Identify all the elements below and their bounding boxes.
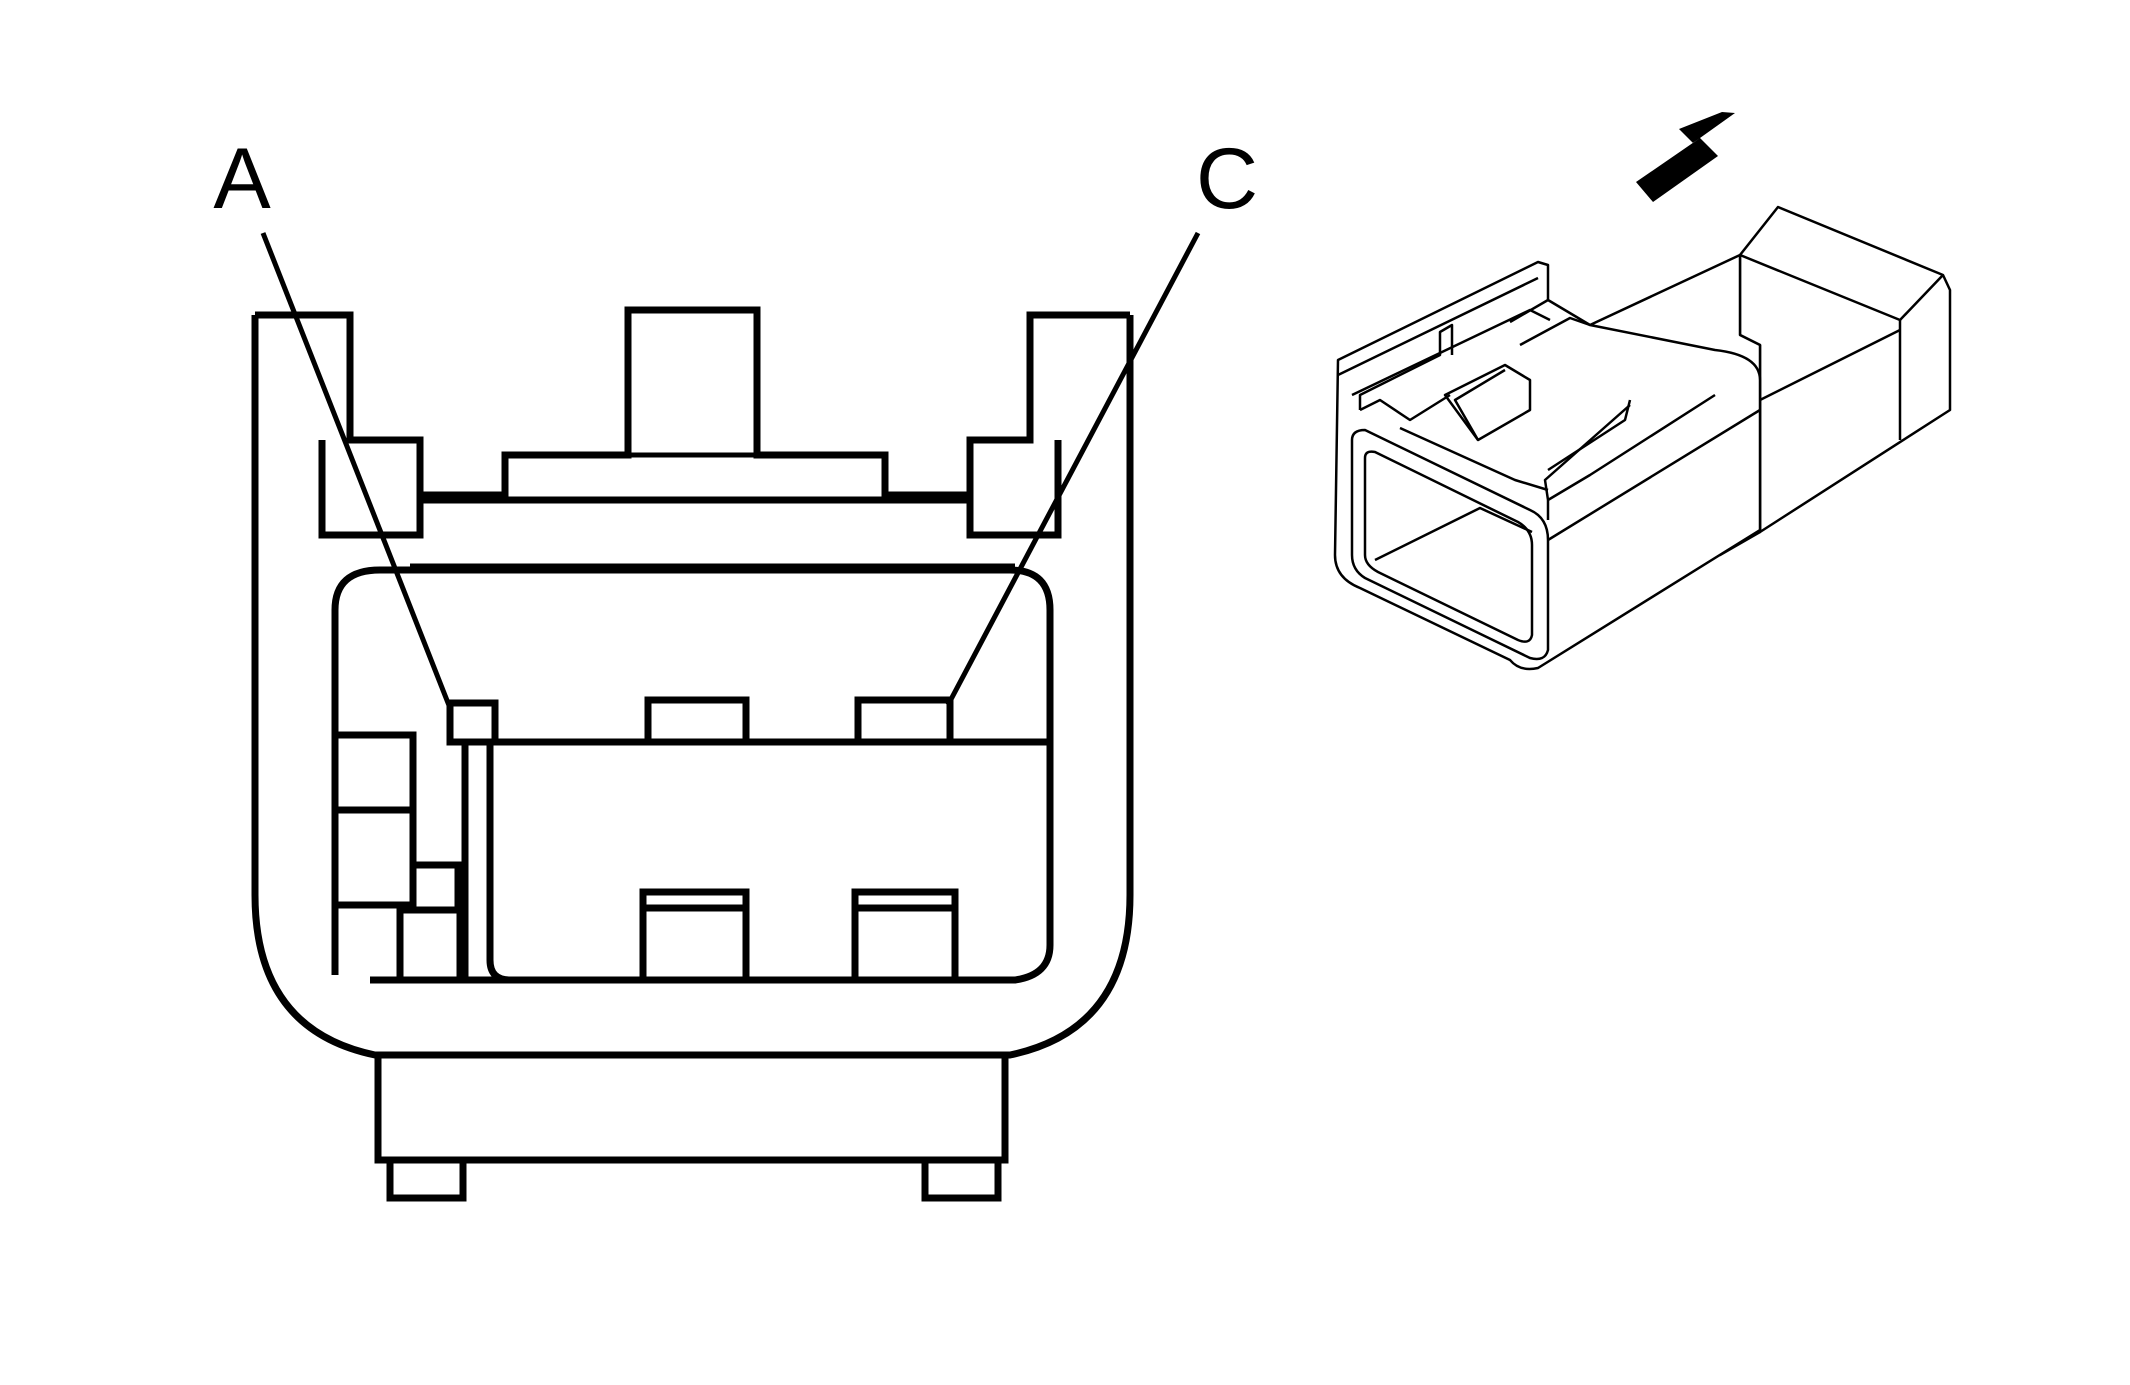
arrow-up-right-icon [1636,112,1735,202]
connector-isometric-view [1333,112,1952,671]
housing-flange-left [255,311,424,539]
key-block-2 [331,806,417,909]
housing-outer [251,315,1134,1059]
front-opening-outer [1350,428,1550,661]
leader-line-c [945,231,1201,707]
front-opening-inner [1363,450,1534,643]
key-block-3 [409,861,462,914]
side-rail [1543,393,1716,520]
label-terminal-c: C [1196,131,1258,227]
foot-left [386,1156,467,1202]
leader-line-a [260,232,453,709]
housing-flange-right [966,311,1130,539]
terminal-c [854,696,954,746]
front-housing [1333,260,1762,671]
label-terminal-a: A [213,131,271,227]
rear-body-side [1759,328,1901,402]
foot-right [921,1156,1002,1202]
cavity-outline [331,566,1054,984]
housing-top-ledge [420,306,970,499]
inner-wall [486,740,511,984]
rear-body [1738,205,1952,534]
opening-depth [1374,506,1533,562]
key-block-1 [331,731,417,814]
terminal-b [644,696,750,746]
housing-base [374,1055,1009,1164]
front-rail-left [1358,323,1454,410]
terminal-a [446,699,499,746]
right-face-edge [1547,408,1761,542]
key-block-4 [396,906,464,984]
connector-face-view: A C [213,131,1258,1202]
lock-ramp-face [1453,368,1506,441]
rear-step [1509,298,1591,347]
